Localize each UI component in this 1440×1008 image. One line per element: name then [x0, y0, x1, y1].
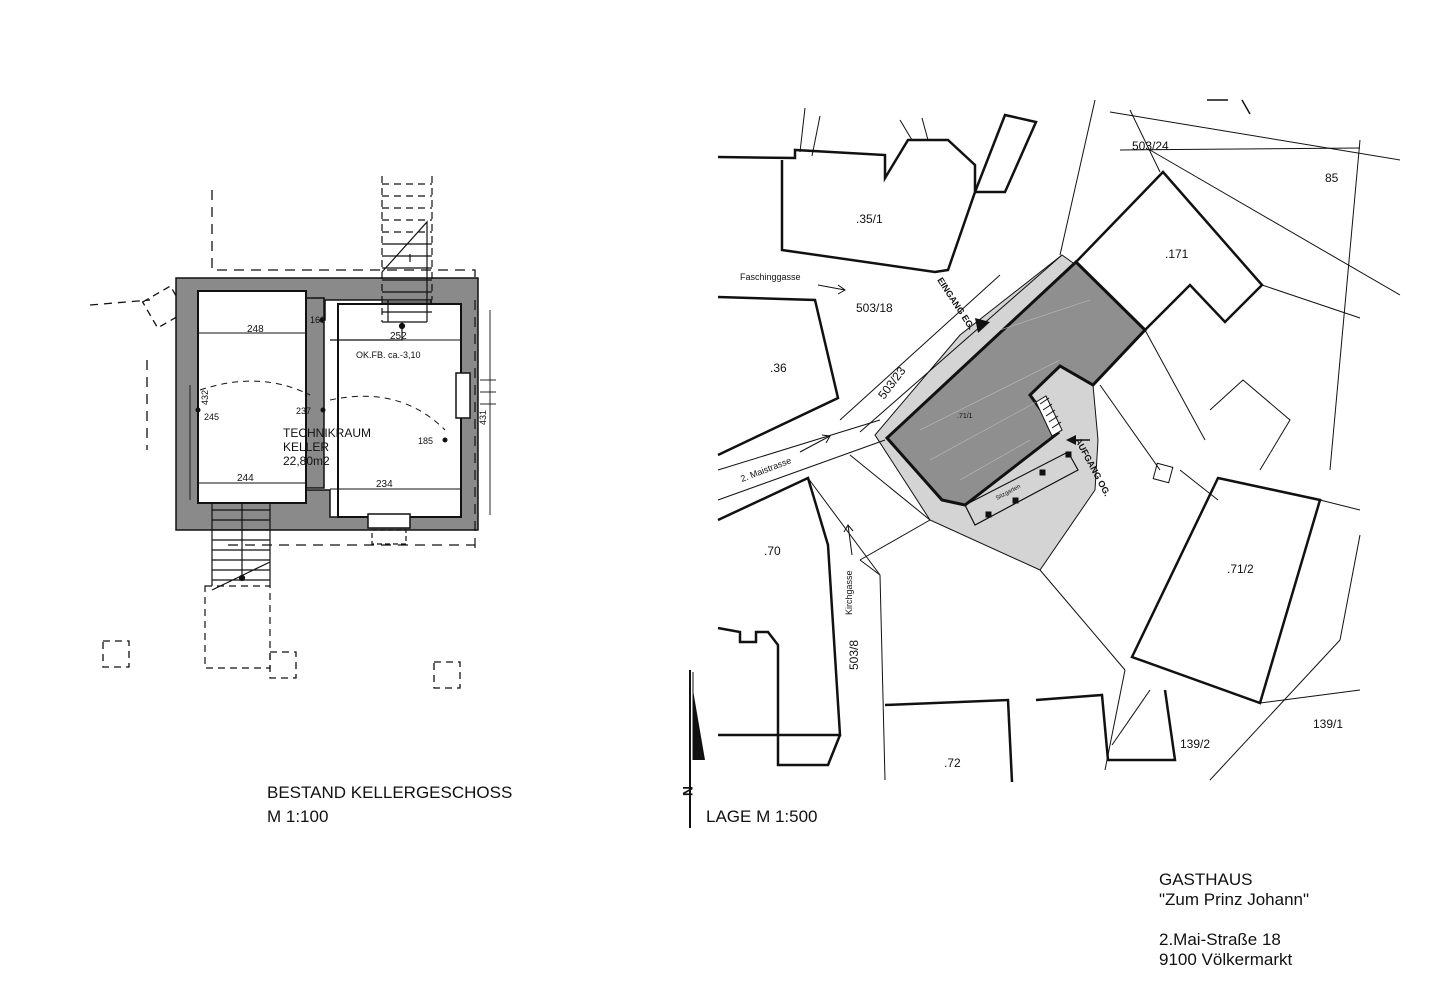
dim-252: 252: [390, 331, 407, 342]
dim-248: 248: [247, 324, 264, 335]
parcel-503-8: 503/8: [847, 640, 861, 670]
basement-title: BESTAND KELLERGESCHOSS: [267, 783, 512, 802]
info-line-2: "Zum Prinz Johann": [1159, 890, 1310, 909]
dim-431: 431: [478, 410, 488, 425]
dim-432: 432: [200, 390, 210, 405]
dim-245: 245: [204, 412, 219, 422]
parcel-35-1: .35/1: [856, 212, 883, 226]
dim-234: 234: [376, 479, 393, 490]
floor-level-label: OK.FB. ca.-3,10: [356, 350, 421, 360]
basement-plan: [89, 176, 496, 689]
parcel-503-24: 503/24: [1132, 139, 1169, 153]
dim-244: 244: [237, 473, 254, 484]
parcel-503-18: 503/18: [856, 301, 893, 315]
parcel-503-23: 503/23: [875, 364, 908, 402]
info-line-4: 9100 Völkermarkt: [1159, 950, 1293, 969]
dim-237: 237: [296, 406, 311, 416]
info-spacer: [1159, 910, 1309, 930]
parcel-139-2: 139/2: [1180, 737, 1210, 751]
street-maistrasse: 2. Maistrasse: [739, 455, 793, 484]
dim-185: 185: [418, 436, 433, 446]
street-kirchgasse: Kirchgasse: [844, 570, 854, 615]
north-symbol: N: [680, 786, 696, 796]
info-line-3: 2.Mai-Straße 18: [1159, 930, 1281, 949]
site-title: LAGE M 1:500: [706, 807, 818, 826]
basement-scale: M 1:100: [267, 807, 328, 826]
site-plan: [689, 99, 1401, 828]
dim-160: 160: [310, 315, 325, 325]
parcel-71-2: .71/2: [1227, 562, 1254, 576]
parcel-139-1: 139/1: [1313, 717, 1343, 731]
north-arrow: [689, 670, 705, 828]
street-faschinggasse: Faschinggasse: [740, 272, 801, 282]
parcel-70: .70: [764, 544, 781, 558]
title-block: GASTHAUS "Zum Prinz Johann" 2.Mai-Straße…: [1159, 870, 1309, 970]
parcel-71-1: .71/1: [957, 413, 973, 420]
basement-labels: 248 160 252 OK.FB. ca.-3,10 432 245 237 …: [200, 315, 512, 826]
parcel-85: 85: [1325, 171, 1339, 185]
entrance-label: EINGANG EG.: [935, 276, 976, 332]
parcel-36: .36: [770, 361, 787, 375]
parcel-72: .72: [944, 756, 961, 770]
room-area: 22,80m2: [283, 454, 330, 468]
room-name-line2: KELLER: [283, 440, 329, 454]
room-name-line1: TECHNIKRAUM: [283, 426, 371, 440]
parcel-171: .171: [1165, 247, 1189, 261]
info-line-1: GASTHAUS: [1159, 870, 1253, 889]
